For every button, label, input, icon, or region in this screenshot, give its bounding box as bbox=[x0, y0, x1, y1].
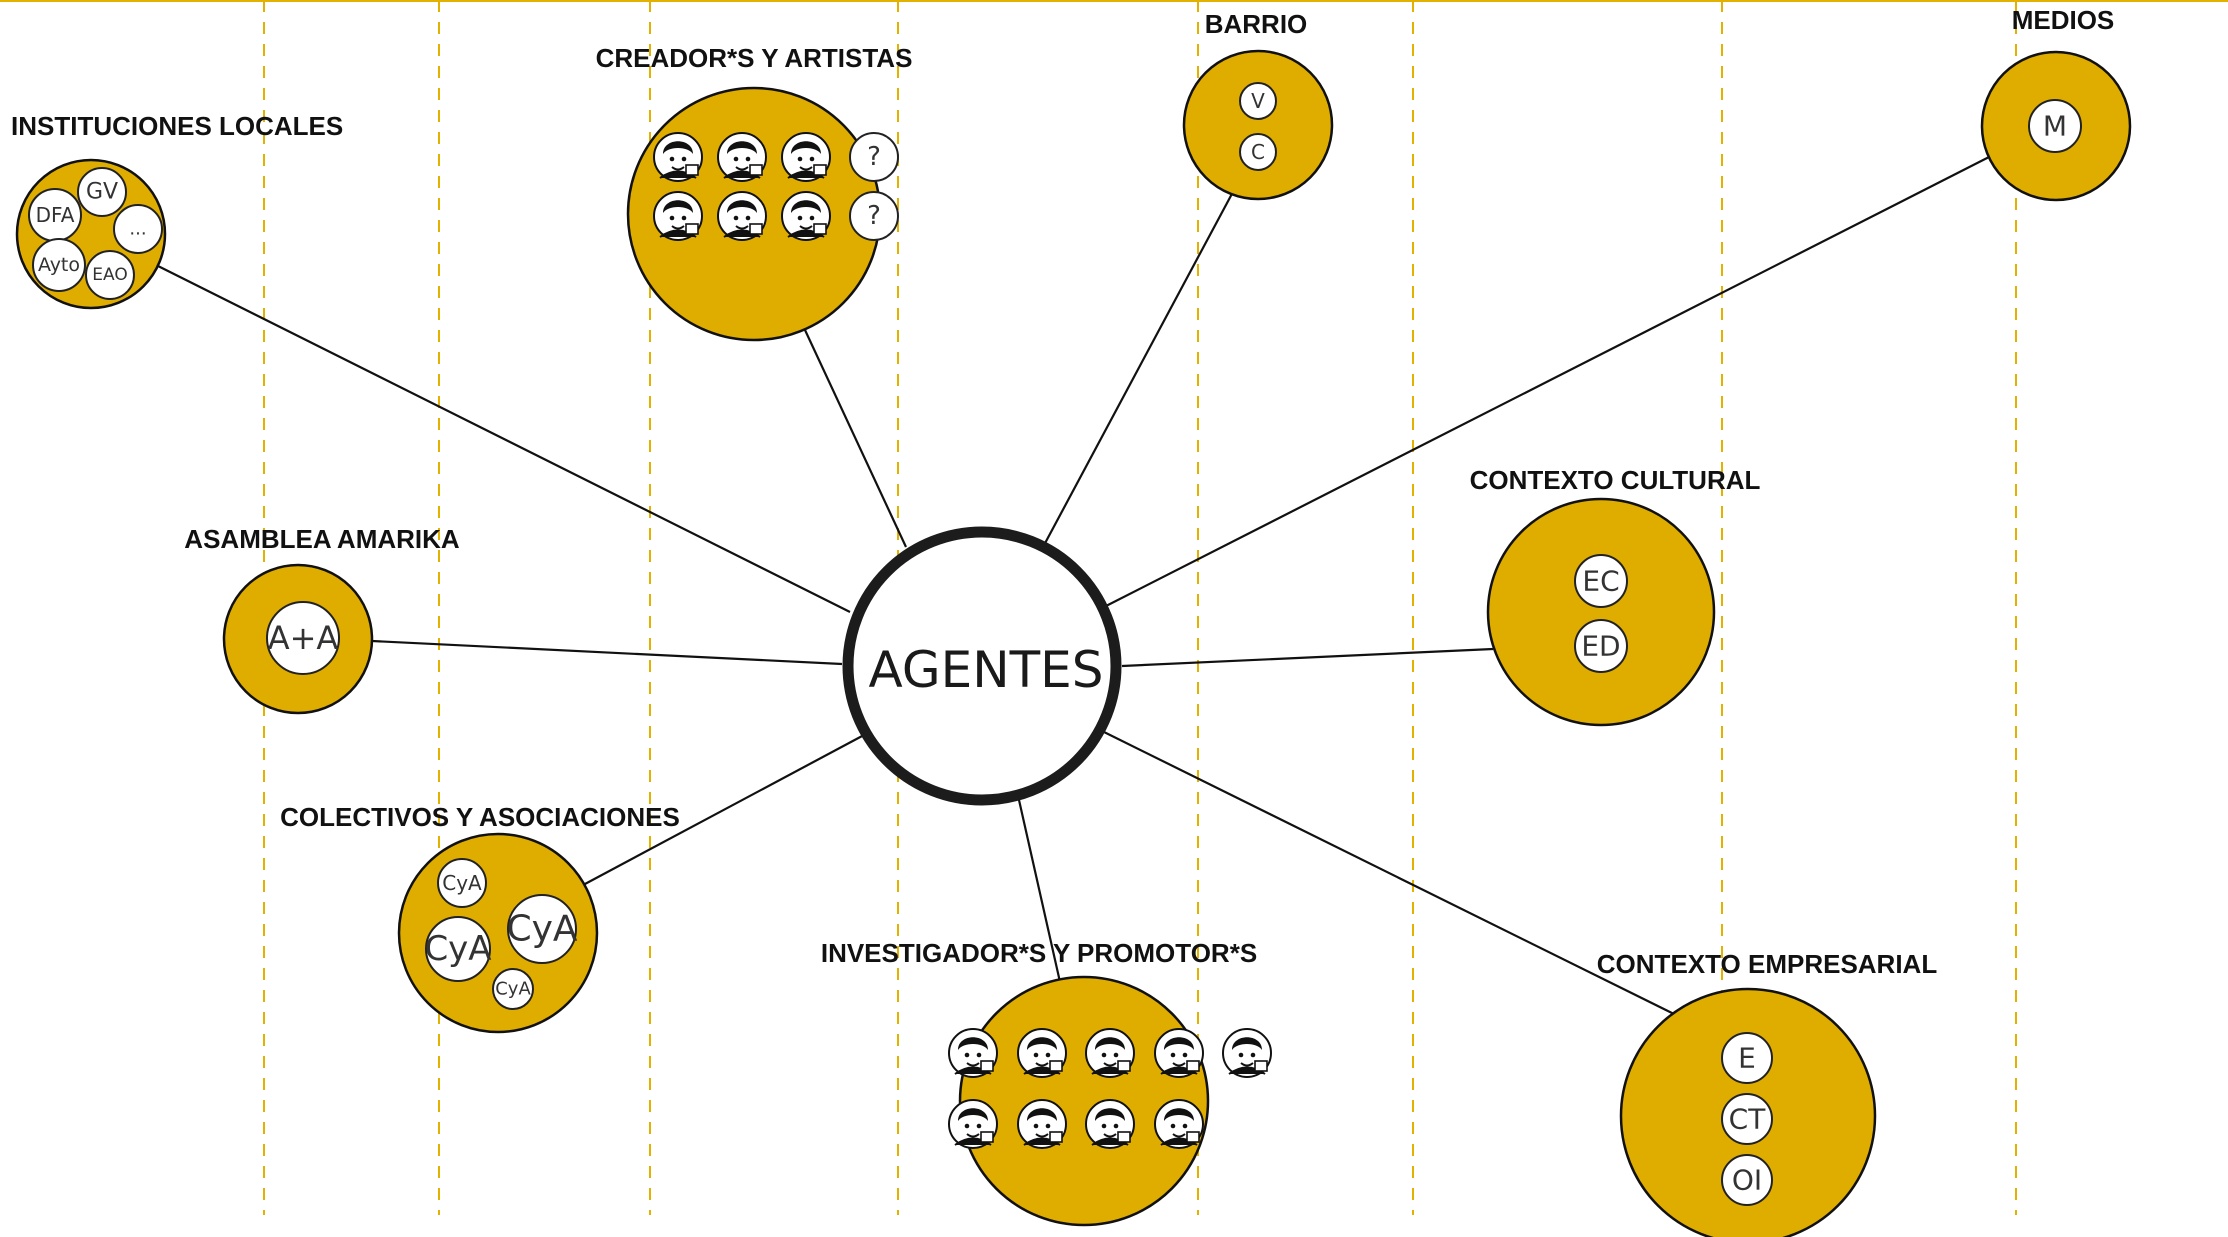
badge-label: EC bbox=[1582, 565, 1619, 598]
badge: Ayto bbox=[32, 238, 86, 292]
badge-label: V bbox=[1251, 89, 1265, 113]
badge: E bbox=[1721, 1032, 1773, 1084]
group-title: ASAMBLEA AMARIKA bbox=[184, 524, 460, 554]
badge: CyA bbox=[424, 916, 492, 982]
badge-label: CyA bbox=[506, 909, 577, 950]
badge-label: C bbox=[1251, 140, 1265, 164]
group-title: CONTEXTO EMPRESARIAL bbox=[1597, 949, 1938, 979]
group-colectivos-asociaciones: COLECTIVOS Y ASOCIACIONES CyA CyA CyA Cy… bbox=[280, 802, 680, 1034]
person-icon bbox=[781, 191, 831, 241]
person-icon bbox=[1154, 1099, 1204, 1149]
group-title: CREADOR*S Y ARTISTAS bbox=[596, 43, 913, 73]
badge: GV bbox=[77, 167, 127, 217]
group-medios: MEDIOS M bbox=[1980, 5, 2132, 202]
badge: CT bbox=[1721, 1093, 1773, 1145]
badge-label: ? bbox=[867, 201, 881, 231]
badge-label: ED bbox=[1581, 630, 1620, 663]
badge: ? bbox=[849, 191, 899, 241]
person-icon bbox=[1085, 1099, 1135, 1149]
badge-label: M bbox=[2043, 110, 2067, 143]
group-title: BARRIO bbox=[1205, 9, 1308, 39]
link-asamblea bbox=[371, 639, 843, 666]
person-icon bbox=[781, 132, 831, 182]
badge-label: EAO bbox=[92, 265, 127, 285]
badge: DFA bbox=[28, 188, 82, 242]
badge-label: ? bbox=[867, 142, 881, 172]
person-icon bbox=[948, 1099, 998, 1149]
link-cultural bbox=[1121, 647, 1494, 668]
person-icon bbox=[717, 191, 767, 241]
badge-label: A+A bbox=[268, 619, 339, 657]
badge-label: CyA bbox=[442, 871, 482, 895]
center-label: AGENTES bbox=[869, 641, 1104, 699]
link-investigadores bbox=[1017, 799, 1062, 983]
group-title: INVESTIGADOR*S Y PROMOTOR*S bbox=[821, 938, 1257, 968]
badge: ED bbox=[1574, 619, 1628, 673]
person-icon bbox=[1085, 1028, 1135, 1078]
badge: CyA bbox=[437, 858, 487, 908]
badge-label: ... bbox=[129, 219, 146, 240]
person-icon bbox=[1017, 1028, 1067, 1078]
link-instituciones bbox=[157, 265, 851, 613]
link-medios bbox=[1105, 155, 1992, 607]
badge: OI bbox=[1721, 1154, 1773, 1206]
badge-label: DFA bbox=[36, 203, 75, 227]
group-investigadores-promotores: INVESTIGADOR*S Y PROMOTOR*S bbox=[821, 938, 1272, 1227]
group-title: MEDIOS bbox=[2012, 5, 2115, 35]
group-circle bbox=[1182, 49, 1334, 201]
badge-label: CyA bbox=[495, 979, 531, 1000]
badge-label: OI bbox=[1732, 1164, 1762, 1197]
connector-lines bbox=[157, 155, 1992, 1016]
person-icon bbox=[948, 1028, 998, 1078]
badge: V bbox=[1239, 82, 1277, 120]
group-creadores-artistas: CREADOR*S Y ARTISTAS ? ? bbox=[596, 43, 913, 342]
group-barrio: BARRIO V C bbox=[1182, 9, 1334, 201]
center-node: AGENTES bbox=[842, 526, 1122, 806]
badge: EC bbox=[1574, 554, 1628, 608]
badge: ? bbox=[849, 132, 899, 182]
group-asamblea-amarika: ASAMBLEA AMARIKA A+A bbox=[184, 524, 460, 715]
center-circle bbox=[842, 526, 1122, 806]
person-icon bbox=[1222, 1028, 1272, 1078]
person-icon bbox=[1154, 1028, 1204, 1078]
badge: CyA bbox=[492, 968, 534, 1010]
person-icon bbox=[653, 132, 703, 182]
group-instituciones-locales: INSTITUCIONES LOCALES GV DFA ... Ayto EA… bbox=[11, 111, 343, 310]
link-barrio bbox=[1042, 189, 1235, 548]
link-colectivos bbox=[584, 734, 865, 885]
group-title: COLECTIVOS Y ASOCIACIONES bbox=[280, 802, 680, 832]
link-creadores bbox=[804, 329, 907, 548]
person-icon bbox=[717, 132, 767, 182]
group-title: CONTEXTO CULTURAL bbox=[1470, 465, 1761, 495]
person-icon bbox=[1017, 1099, 1067, 1149]
badge: CyA bbox=[506, 894, 578, 964]
group-contexto-cultural: CONTEXTO CULTURAL EC ED bbox=[1470, 465, 1761, 727]
badge-label: CyA bbox=[424, 929, 491, 969]
badge: ... bbox=[113, 204, 163, 254]
badge: M bbox=[2028, 99, 2082, 153]
badge: C bbox=[1239, 133, 1277, 171]
group-contexto-empresarial: CONTEXTO EMPRESARIAL E CT OI bbox=[1597, 949, 1938, 1237]
link-empresarial bbox=[1103, 731, 1677, 1016]
badge-label: CT bbox=[1729, 1103, 1767, 1136]
person-icon bbox=[653, 191, 703, 241]
group-title: INSTITUCIONES LOCALES bbox=[11, 111, 343, 141]
badge-label: Ayto bbox=[38, 254, 80, 276]
badge-label: GV bbox=[86, 180, 118, 205]
badge-label: E bbox=[1738, 1042, 1756, 1075]
group-circle bbox=[1486, 497, 1716, 727]
badge: A+A bbox=[266, 601, 340, 675]
badge: EAO bbox=[85, 250, 135, 300]
